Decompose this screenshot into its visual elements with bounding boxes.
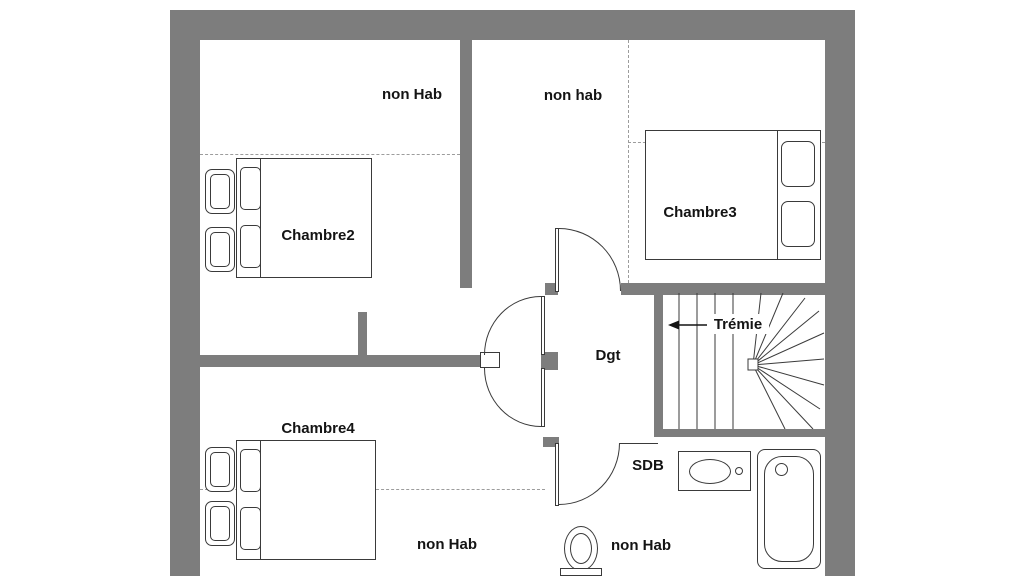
nightstand xyxy=(205,501,235,546)
label-chambre4: Chambre4 xyxy=(281,419,355,437)
stair-winder-treads xyxy=(752,293,825,429)
wall-door-hinge-stub xyxy=(541,352,558,370)
nightstand xyxy=(205,169,235,214)
bed-headboard-line xyxy=(260,159,261,277)
label-non-hab-top-center: non hab xyxy=(543,86,603,104)
wall-exterior-top xyxy=(170,10,855,40)
label-non-hab-bottom-left: non Hab xyxy=(417,535,477,553)
dashed-line-nonhab-center-vert xyxy=(628,40,629,283)
nightstand xyxy=(205,227,235,272)
door-leaf-corridor-lower xyxy=(541,368,545,427)
sink-basin xyxy=(689,459,731,484)
toilet-bowl-inner xyxy=(570,533,592,564)
wall-exterior-left xyxy=(170,10,200,576)
label-chambre2: Chambre2 xyxy=(281,226,355,244)
wall-corridor-stub xyxy=(358,312,367,355)
wall-chambre4-top xyxy=(200,355,480,367)
toilet-bowl xyxy=(564,526,598,571)
pillow xyxy=(781,141,815,187)
dashed-line-nonhab-top-left xyxy=(200,154,460,155)
staircase xyxy=(678,293,825,429)
wall-exterior-right xyxy=(825,10,855,576)
pillow xyxy=(240,225,261,268)
bathtub xyxy=(757,449,821,569)
door-swing-dgt-top xyxy=(559,228,621,291)
nightstand-inner xyxy=(210,506,230,541)
nightstand-inner xyxy=(210,232,230,267)
nightstand xyxy=(205,447,235,492)
door-swing-sdb xyxy=(559,443,620,505)
pillow xyxy=(240,449,261,492)
wall-sdb-stub xyxy=(543,437,559,447)
wall-chambre3-bottom-left xyxy=(545,283,558,295)
door-swing-corridor-lower xyxy=(484,368,541,427)
sdb-partition-line xyxy=(620,443,658,444)
pillow xyxy=(240,167,261,210)
label-tremie: Trémie xyxy=(707,314,769,334)
pillow xyxy=(781,201,815,247)
label-non-hab-bottom-center: non Hab xyxy=(611,536,671,554)
door-leaf-sdb xyxy=(555,443,559,506)
door-leaf-corridor-upper xyxy=(541,296,545,355)
stair-newel-post xyxy=(747,358,759,371)
bathtub-drain xyxy=(775,463,788,476)
tremie-arrow-icon xyxy=(668,320,708,330)
bathtub-inner xyxy=(764,456,814,562)
label-sdb: SDB xyxy=(632,456,664,474)
pillow xyxy=(240,507,261,550)
bed-headboard-line xyxy=(777,131,778,259)
nightstand-inner xyxy=(210,452,230,487)
nightstand-inner xyxy=(210,174,230,209)
wall-chambre2-divider xyxy=(460,40,472,288)
label-chambre3: Chambre3 xyxy=(663,203,737,221)
sink-faucet xyxy=(735,467,743,475)
toilet-tank xyxy=(560,568,602,576)
door-swing-corridor-upper xyxy=(484,296,541,355)
wall-stair-bottom xyxy=(654,429,825,437)
label-dgt: Dgt xyxy=(595,346,621,364)
label-non-hab-top-left: non Hab xyxy=(382,85,442,103)
wall-stair-left xyxy=(654,293,663,437)
bed-headboard-line xyxy=(260,441,261,559)
sink xyxy=(678,451,751,491)
door-leaf-dgt-top xyxy=(555,228,559,292)
wall-chambre3-bottom-right xyxy=(621,283,825,295)
